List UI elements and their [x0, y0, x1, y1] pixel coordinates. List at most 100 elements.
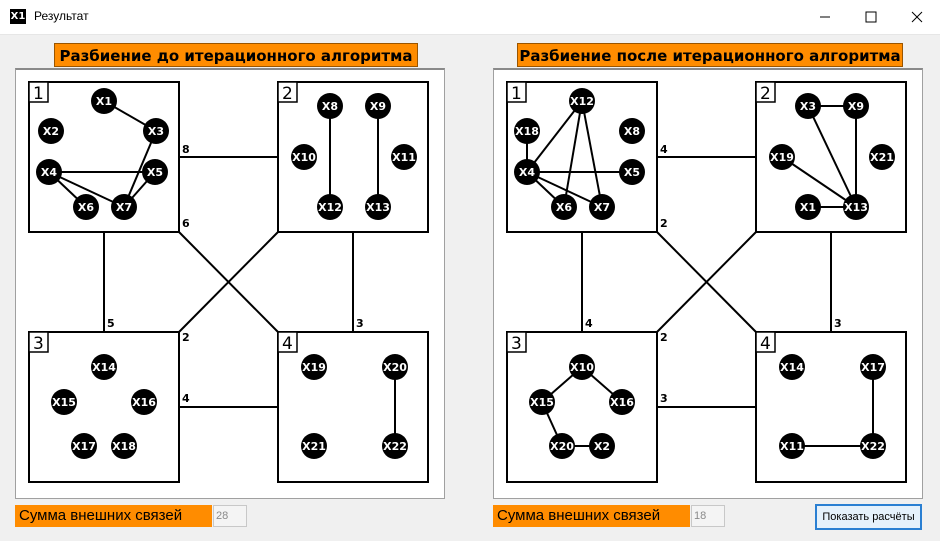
- group-label-box-1: [506, 81, 527, 103]
- group-label-box-2: [277, 81, 298, 103]
- node-label-x8: X8: [624, 125, 640, 138]
- edge-X19-X13: [781, 156, 857, 208]
- node-x4: [36, 159, 62, 185]
- node-x15: [51, 389, 77, 415]
- node-label-x22: X22: [861, 440, 885, 453]
- edge-X4-X7: [526, 171, 603, 208]
- edge-X12-X7: [581, 100, 603, 208]
- show-calculations-button[interactable]: Показать расчёты: [815, 504, 922, 530]
- node-label-x4: X4: [41, 166, 57, 179]
- node-label-x16: X16: [132, 396, 156, 409]
- node-label-x10: X10: [292, 151, 316, 164]
- node-label-x10: X10: [570, 361, 594, 374]
- node-label-x1: X1: [96, 95, 112, 108]
- link-weight-1-4: 2: [660, 217, 668, 230]
- node-x11: [391, 144, 417, 170]
- node-x15: [529, 389, 555, 415]
- node-label-x15: X15: [530, 396, 554, 409]
- node-label-x14: X14: [92, 361, 116, 374]
- minimize-button[interactable]: [802, 0, 848, 34]
- link-weight-1-3: 4: [585, 317, 593, 330]
- node-label-x12: X12: [570, 95, 594, 108]
- node-label-x9: X9: [370, 100, 386, 113]
- group-label-box-3: [506, 331, 527, 353]
- edge-X3-X13: [807, 105, 857, 208]
- link-weight-3-2: 2: [182, 331, 190, 344]
- node-x21: [301, 433, 327, 459]
- link-3-2: [178, 231, 279, 333]
- window-title: Результат: [34, 9, 89, 23]
- node-label-x2: X2: [43, 125, 59, 138]
- sum-value-after: 18: [691, 505, 725, 527]
- link-weight-1-3: 5: [107, 317, 115, 330]
- node-label-x3: X3: [148, 125, 164, 138]
- node-x17: [860, 354, 886, 380]
- group-label-1: 1: [33, 84, 44, 104]
- group-label-box-2: [755, 81, 776, 103]
- link-weight-2-4: 3: [834, 317, 842, 330]
- node-x17: [71, 433, 97, 459]
- group-label-4: 4: [282, 334, 293, 354]
- node-label-x14: X14: [780, 361, 804, 374]
- group-label-box-4: [755, 331, 776, 353]
- panel-title-after: Разбиение после итерационного алгоритма: [517, 43, 903, 67]
- sum-value-before: 28: [213, 505, 247, 527]
- group-box-4: [755, 331, 907, 483]
- link-3-2: [656, 231, 757, 333]
- node-x22: [382, 433, 408, 459]
- node-label-x20: X20: [383, 361, 407, 374]
- node-label-x16: X16: [610, 396, 634, 409]
- app-icon: X1: [10, 9, 26, 24]
- node-x13: [843, 194, 869, 220]
- node-label-x8: X8: [322, 100, 338, 113]
- close-button[interactable]: [894, 0, 940, 34]
- node-x7: [589, 194, 615, 220]
- node-label-x12: X12: [318, 201, 342, 214]
- node-label-x18: X18: [515, 125, 539, 138]
- node-label-x19: X19: [302, 361, 326, 374]
- node-label-x6: X6: [78, 201, 94, 214]
- node-label-x15: X15: [52, 396, 76, 409]
- node-label-x5: X5: [624, 166, 640, 179]
- group-label-4: 4: [760, 334, 771, 354]
- node-x18: [514, 118, 540, 144]
- node-x5: [619, 159, 645, 185]
- group-label-box-4: [277, 331, 298, 353]
- node-x6: [73, 194, 99, 220]
- link-weight-2-4: 3: [356, 317, 364, 330]
- node-label-x9: X9: [848, 100, 864, 113]
- sum-label-after: Сумма внешних связей: [493, 505, 690, 527]
- node-x13: [365, 194, 391, 220]
- node-x2: [589, 433, 615, 459]
- link-weight-3-4: 3: [660, 392, 668, 405]
- node-label-x13: X13: [366, 201, 390, 214]
- node-x16: [609, 389, 635, 415]
- node-label-x20: X20: [550, 440, 574, 453]
- node-x10: [569, 354, 595, 380]
- node-x4: [514, 159, 540, 185]
- node-label-x7: X7: [594, 201, 610, 214]
- node-label-x2: X2: [594, 440, 610, 453]
- group-label-3: 3: [511, 334, 522, 354]
- node-label-x21: X21: [302, 440, 326, 453]
- link-weight-1-4: 6: [182, 217, 190, 230]
- node-x3: [143, 118, 169, 144]
- maximize-icon: [865, 11, 877, 23]
- edge-X12-X6: [563, 100, 583, 208]
- node-label-x22: X22: [383, 440, 407, 453]
- node-label-x21: X21: [870, 151, 894, 164]
- node-x12: [317, 194, 343, 220]
- node-x20: [382, 354, 408, 380]
- node-x22: [860, 433, 886, 459]
- node-label-x5: X5: [147, 166, 163, 179]
- node-label-x3: X3: [800, 100, 816, 113]
- panel-title-before: Разбиение до итерационного алгоритма: [54, 43, 418, 67]
- node-x21: [869, 144, 895, 170]
- node-x10: [291, 144, 317, 170]
- maximize-button[interactable]: [848, 0, 894, 34]
- node-x20: [549, 433, 575, 459]
- edge-X4-X7: [48, 171, 125, 208]
- close-icon: [911, 11, 923, 23]
